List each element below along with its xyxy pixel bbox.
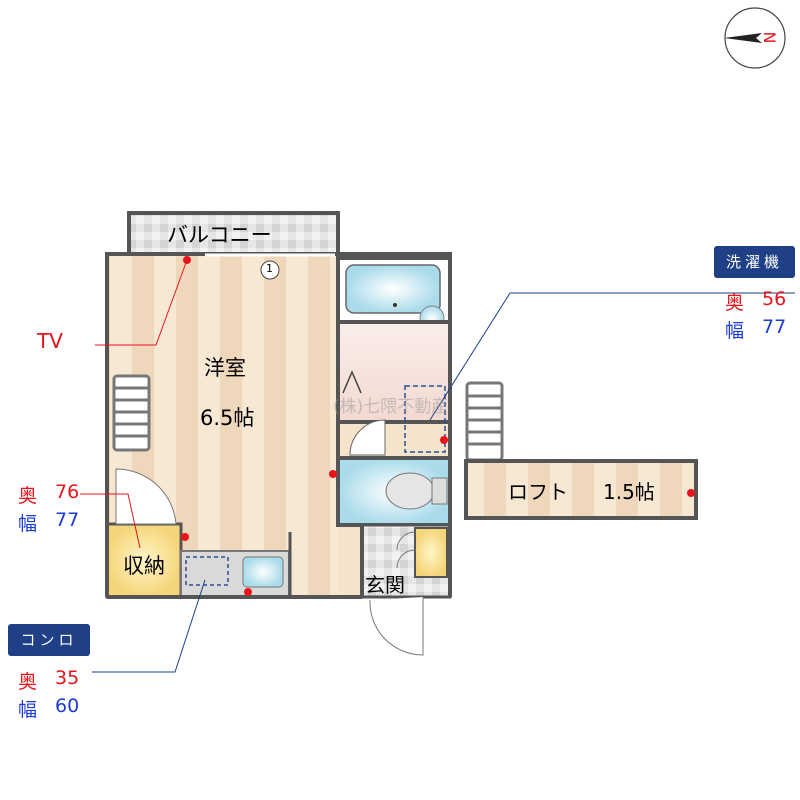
stove-width-label: 幅 bbox=[18, 699, 38, 721]
closet-label: 収納 bbox=[123, 554, 165, 578]
stove-space bbox=[185, 556, 229, 586]
ladder bbox=[112, 374, 504, 462]
closet-width-label: 幅 bbox=[18, 513, 38, 535]
washer-space bbox=[404, 385, 446, 453]
outlet-markers bbox=[181, 256, 695, 596]
window-marker bbox=[260, 260, 280, 280]
compass-north-label: N bbox=[760, 31, 780, 44]
washer-width-label: 幅 bbox=[725, 320, 745, 342]
closet-depth-label: 奥 bbox=[18, 485, 38, 507]
stove-depth: 35 bbox=[55, 667, 80, 689]
closet-depth: 76 bbox=[55, 481, 80, 503]
entrance-label: 玄関 bbox=[365, 573, 405, 597]
stove-depth-label: 奥 bbox=[18, 671, 38, 693]
window-marker-label: 1 bbox=[266, 262, 273, 275]
loft-label: ロフト bbox=[508, 480, 568, 504]
washer-width: 77 bbox=[762, 316, 787, 338]
compass bbox=[724, 7, 786, 69]
watermark: (株)七隈不動産 bbox=[333, 397, 449, 417]
washer-badge: 洗濯機 bbox=[714, 246, 795, 278]
loft bbox=[464, 459, 698, 520]
washer-depth: 56 bbox=[762, 288, 787, 310]
stove-width: 60 bbox=[55, 695, 80, 717]
loft-size: 1.5帖 bbox=[603, 480, 655, 504]
stove-badge: コンロ bbox=[8, 624, 90, 656]
closet-width: 77 bbox=[55, 509, 80, 531]
washer-depth-label: 奥 bbox=[725, 292, 745, 314]
western-room-size: 6.5帖 bbox=[200, 406, 255, 430]
tv-label: TV bbox=[37, 329, 63, 353]
closet bbox=[105, 468, 183, 599]
western-room-label: 洋室 bbox=[204, 356, 246, 380]
entrance bbox=[360, 523, 452, 656]
balcony-label: バルコニー bbox=[167, 223, 272, 247]
toilet bbox=[336, 456, 452, 527]
compass-arrow-icon bbox=[724, 33, 762, 43]
